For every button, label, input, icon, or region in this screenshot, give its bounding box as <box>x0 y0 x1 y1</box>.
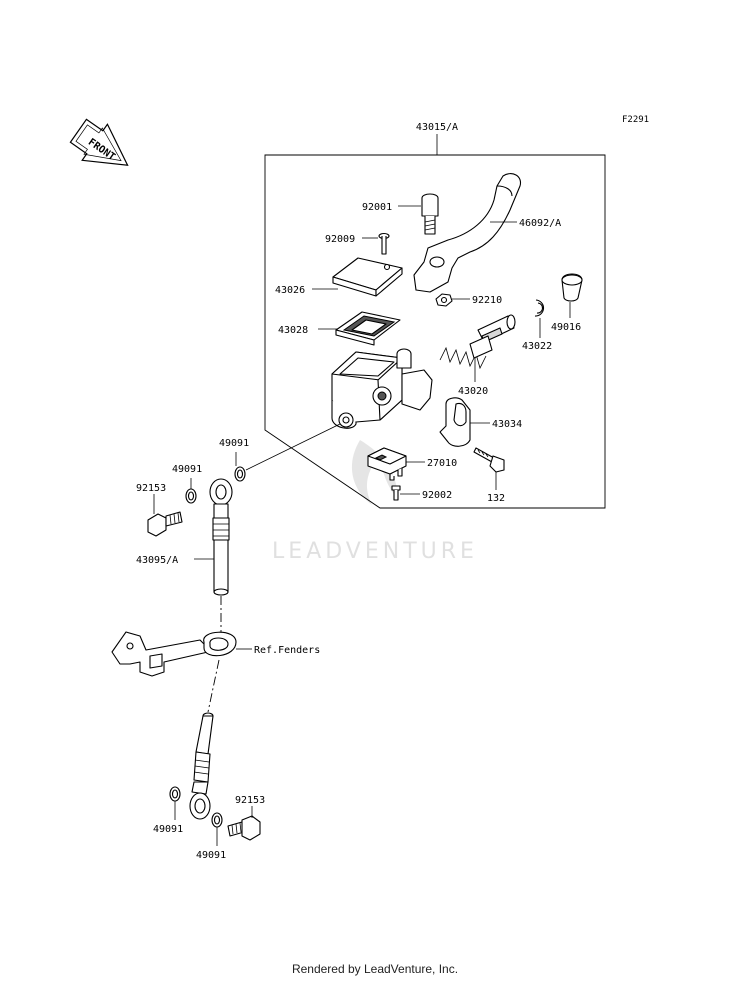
label-92210: 92210 <box>472 295 502 306</box>
circlip <box>534 299 545 317</box>
washer-lower-2 <box>211 812 223 828</box>
label-92009: 92009 <box>325 234 355 245</box>
outlet-line <box>245 423 341 471</box>
piston-assembly <box>439 314 516 370</box>
cap-screw <box>378 232 390 255</box>
master-cylinder-body <box>331 348 433 429</box>
washer-lower-1 <box>169 786 181 802</box>
label-49091-left: 49091 <box>172 464 202 475</box>
watermark: LEADVENTURE <box>272 440 478 564</box>
label-92153-upper: 92153 <box>136 483 166 494</box>
label-49016: 49016 <box>551 322 581 333</box>
label-43020: 43020 <box>458 386 488 397</box>
pivot-bolt <box>421 193 439 235</box>
brake-lever <box>413 173 522 293</box>
label-92002: 92002 <box>422 490 452 501</box>
clamp-holder <box>439 397 471 447</box>
label-43015a: 43015/A <box>416 122 458 133</box>
hose-lower-fitting <box>189 712 214 820</box>
washer-left <box>185 488 197 504</box>
assembly-frame <box>264 154 606 509</box>
dust-boot <box>561 273 583 302</box>
switch-screw <box>391 485 401 501</box>
label-49091-low2: 49091 <box>196 850 226 861</box>
figure-code: F2291 <box>622 115 649 125</box>
banjo-bolt-lower <box>227 815 261 841</box>
front-arrow-icon <box>69 118 129 166</box>
hose-upper-fitting <box>209 478 233 596</box>
lever-nut <box>435 293 453 307</box>
label-43026: 43026 <box>275 285 305 296</box>
label-43028: 43028 <box>278 325 308 336</box>
reservoir-cap <box>332 257 403 297</box>
footer-credit: Rendered by LeadVenture, Inc. <box>291 962 459 976</box>
brake-switch <box>367 447 407 481</box>
label-43095a: 43095/A <box>136 555 178 566</box>
label-49091-upper: 49091 <box>219 438 249 449</box>
label-92153-lower: 92153 <box>235 795 265 806</box>
label-ref-fenders: Ref.Fenders <box>254 645 320 656</box>
label-132: 132 <box>487 493 505 504</box>
watermark-text: LEADVENTURE <box>272 539 478 564</box>
label-27010: 27010 <box>427 458 457 469</box>
label-49091-low1: 49091 <box>153 824 183 835</box>
holder-bolt <box>473 447 505 473</box>
hose-centerline-lower <box>207 659 220 713</box>
label-92001: 92001 <box>362 202 392 213</box>
label-43022: 43022 <box>522 341 552 352</box>
fender-bracket <box>111 631 237 677</box>
label-43034: 43034 <box>492 419 522 430</box>
label-46092a: 46092/A <box>519 218 561 229</box>
banjo-bolt-upper <box>147 511 183 537</box>
washer-upper <box>234 466 246 482</box>
diaphragm <box>335 311 401 346</box>
